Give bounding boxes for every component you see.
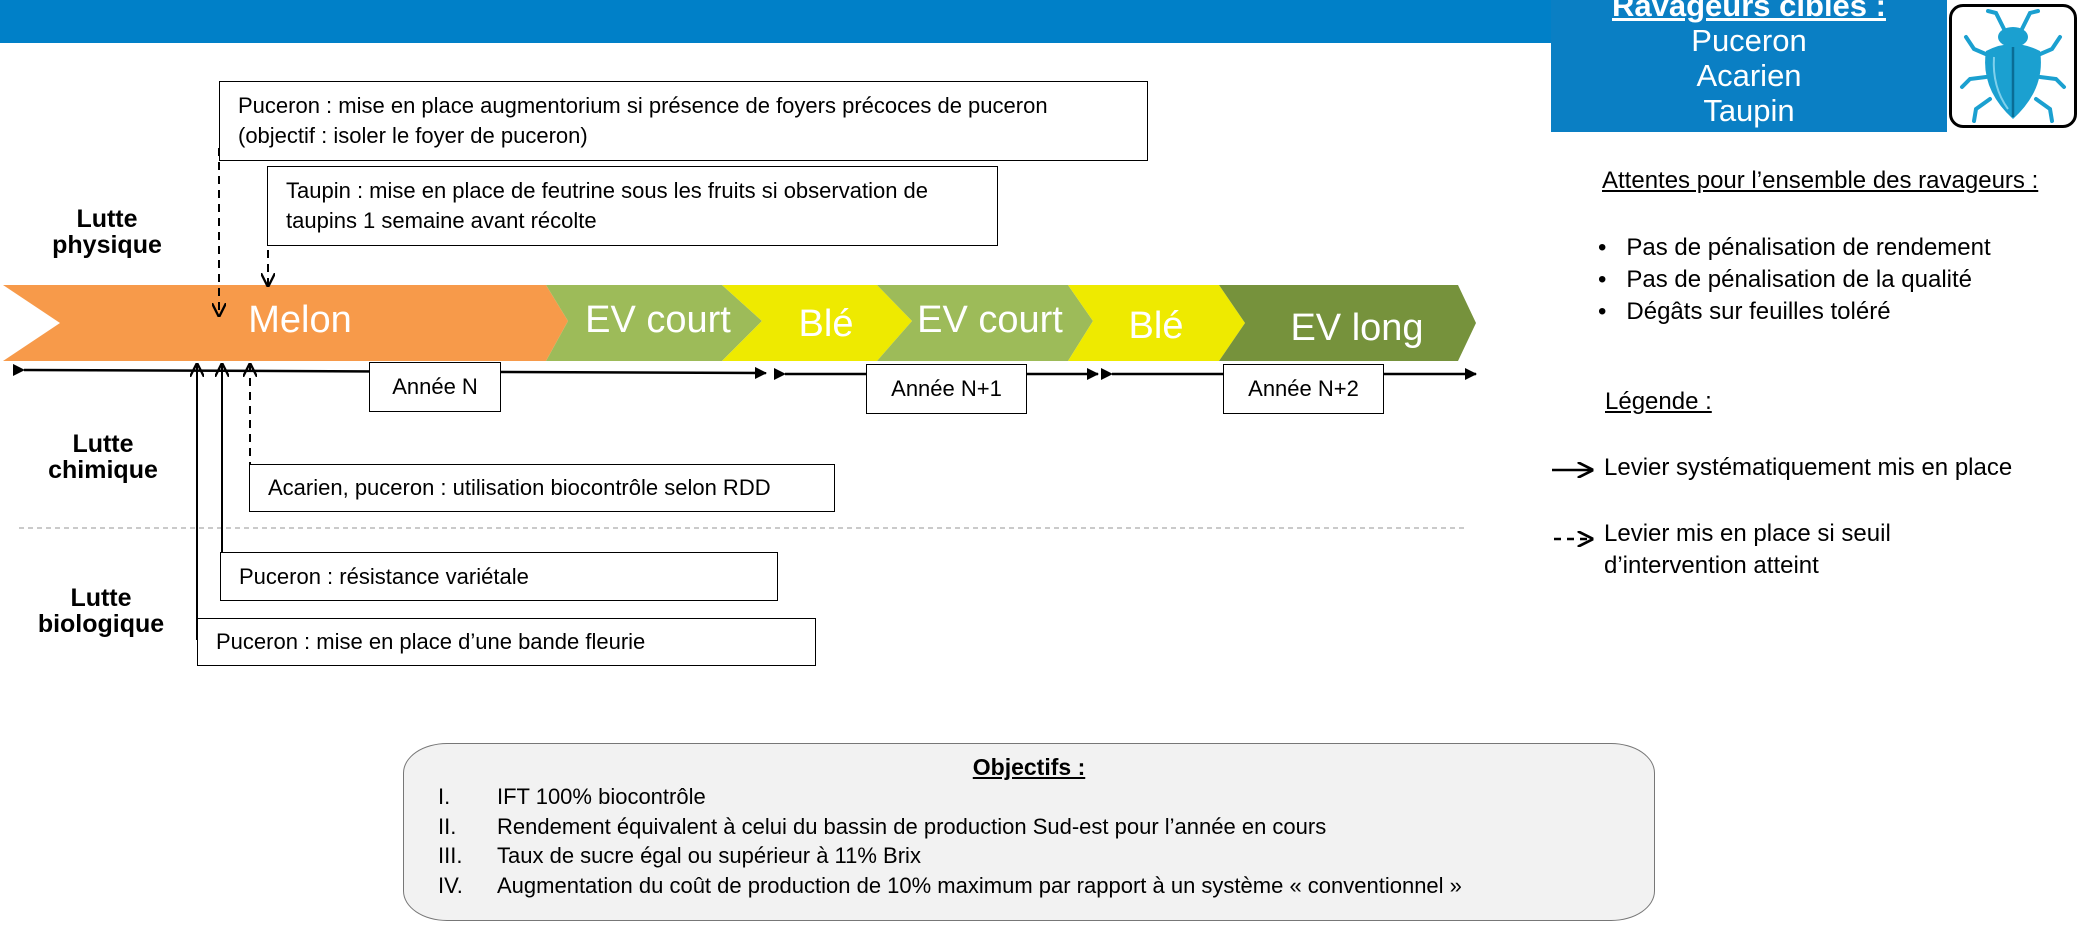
year-label: Année N: [369, 362, 501, 412]
crop-chevron-ev-court: [546, 285, 762, 361]
crop-chevron-ble: [1068, 285, 1245, 361]
crop-label: Blé: [1129, 305, 1184, 347]
expectation-item: • Pas de pénalisation de rendement: [1598, 234, 1991, 261]
crop-chevron-ev-long: [1219, 285, 1476, 361]
year-label: Année N+1: [866, 364, 1027, 414]
legend-systematic-label: Levier systématiquement mis en place: [1604, 454, 2013, 481]
expectations-list: • Pas de pénalisation de rendement • Pas…: [1598, 232, 1991, 328]
expectation-item: • Pas de pénalisation de la qualité: [1598, 266, 1972, 293]
target-pests-box: Ravageurs cibles : Puceron Acarien Taupi…: [1551, 0, 1947, 132]
rotation-diagram: Melon EV court Blé EV court Blé EV long: [3, 148, 1477, 640]
objectives-box: Objectifs : I.IFT 100% biocontrôle II.Re…: [403, 743, 1655, 921]
pest-item: Puceron: [1691, 23, 1807, 58]
legend-title: Légende :: [1605, 388, 1712, 415]
crop-label: EV long: [1290, 307, 1423, 349]
lever-box-resistance: Puceron : résistance variétale: [220, 552, 778, 601]
pest-item: Acarien: [1696, 58, 1802, 93]
top-banner: [0, 0, 1552, 43]
objective-item: II.Rendement équivalent à celui du bassi…: [438, 814, 1327, 839]
crop-chevron-melon: [3, 285, 568, 361]
crop-chevron-ev-court: [877, 285, 1093, 361]
crop-chevron-ble: [722, 285, 912, 361]
year-label: Année N+2: [1223, 364, 1384, 414]
expectations-title: Attentes pour l’ensemble des ravageurs :: [1602, 167, 2039, 194]
legend-arrows: [1552, 450, 1610, 560]
crop-label: EV court: [585, 299, 731, 341]
crop-label: EV court: [917, 299, 1063, 341]
objectives-title: Objectifs :: [972, 754, 1086, 780]
beetle-icon: [1949, 4, 2077, 128]
expectation-item: • Dégâts sur feuilles toléré: [1598, 298, 1891, 325]
objective-item: IV.Augmentation du coût de production de…: [438, 873, 1462, 898]
target-pests-title: Ravageurs cibles :: [1612, 0, 1886, 23]
lever-box-feutrine: Taupin : mise en place de feutrine sous …: [267, 166, 998, 246]
objective-item: I.IFT 100% biocontrôle: [438, 784, 706, 809]
lever-box-biocontrole: Acarien, puceron : utilisation biocontrô…: [249, 464, 835, 512]
pest-item: Taupin: [1703, 93, 1795, 128]
lever-box-bande: Puceron : mise en place d’une bande fleu…: [197, 618, 816, 666]
crop-label: Blé: [799, 303, 854, 345]
lever-box-augmentorium: Puceron : mise en place augmentorium si …: [219, 81, 1148, 161]
objective-item: III.Taux de sucre égal ou supérieur à 11…: [438, 843, 921, 868]
crop-label: Melon: [248, 299, 352, 341]
